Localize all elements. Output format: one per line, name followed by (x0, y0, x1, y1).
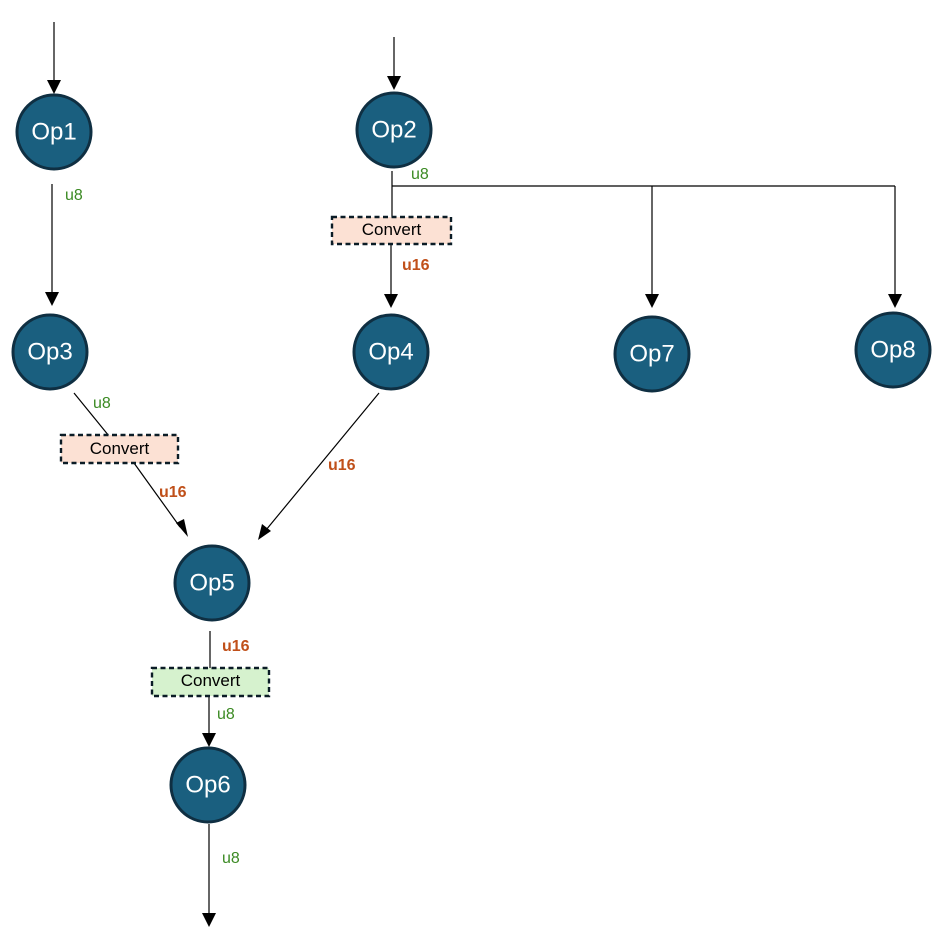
convert-op5-op6: Convert (150, 666, 271, 698)
edge-op3-convert (73, 392, 110, 437)
edge-op4-op5 (265, 392, 380, 531)
node-op3-label: Op3 (27, 339, 72, 366)
node-op8-label: Op8 (870, 337, 915, 364)
arrowhead-op2 (387, 76, 401, 90)
node-op5-circle (173, 544, 251, 622)
node-op6-circle (169, 746, 247, 824)
node-op5: Op5 (173, 544, 251, 622)
node-op4-label: Op4 (368, 339, 413, 366)
arrowhead-op5-right (258, 524, 271, 540)
node-op2-label: Op2 (371, 117, 416, 144)
convert-nodes: Convert Convert Convert (59, 215, 453, 698)
node-op7-circle (613, 315, 691, 393)
node-op1-label: Op1 (31, 119, 76, 146)
node-op7: Op7 (613, 315, 691, 393)
node-op8-circle (854, 311, 932, 389)
arrowhead-op7 (645, 294, 659, 308)
arrowhead-op4 (384, 294, 398, 308)
convert-label-op5-op6: Convert (181, 671, 241, 690)
node-op2-circle (355, 91, 433, 169)
type-label-op5-out: u16 (222, 638, 250, 655)
convert-op2-op4: Convert (330, 215, 453, 246)
node-op4-circle (352, 313, 430, 391)
arrowhead-op5-left (176, 519, 188, 537)
type-label-op5-op6: u8 (217, 706, 235, 723)
convert-label-op3-op5: Convert (90, 439, 150, 458)
type-label-op1-op3: u8 (65, 187, 83, 204)
node-op8: Op8 (854, 311, 932, 389)
arrowhead-op1 (47, 80, 61, 94)
arrowhead-output (202, 913, 216, 927)
node-op3-circle (11, 313, 89, 391)
edge-convert-op5-left (133, 462, 181, 528)
node-op6-label: Op6 (185, 772, 230, 799)
type-label-op3-out: u8 (93, 395, 111, 412)
type-label-op2-op4: u16 (402, 257, 430, 274)
convert-box-op5-op6 (150, 666, 271, 698)
arrowhead-op3 (45, 292, 59, 306)
node-op4: Op4 (352, 313, 430, 391)
arrowhead-op8 (888, 294, 902, 308)
convert-box-op3-op5 (59, 433, 180, 465)
type-label-op3-op5: u16 (159, 484, 187, 501)
type-label-op6-out: u8 (222, 850, 240, 867)
node-op6: Op6 (169, 746, 247, 824)
node-op1: Op1 (15, 93, 93, 171)
convert-op3-op5: Convert (59, 433, 180, 465)
op-nodes: Op1 Op2 Op3 Op4 Op5 Op6 Op7 Op8 (11, 91, 932, 824)
node-op3: Op3 (11, 313, 89, 391)
node-op1-circle (15, 93, 93, 171)
node-op7-label: Op7 (629, 341, 674, 368)
arrowhead-op6 (202, 733, 216, 747)
convert-label-op2-op4: Convert (362, 220, 422, 239)
edges (45, 22, 902, 927)
type-label-op4-op5: u16 (328, 457, 356, 474)
node-op2: Op2 (355, 91, 433, 169)
type-label-op2-out: u8 (411, 166, 429, 183)
node-op5-label: Op5 (189, 570, 234, 597)
type-labels: u8 u8 u16 u8 u16 u16 u16 u8 u8 (65, 166, 430, 867)
convert-box-op2-op4 (330, 215, 453, 246)
